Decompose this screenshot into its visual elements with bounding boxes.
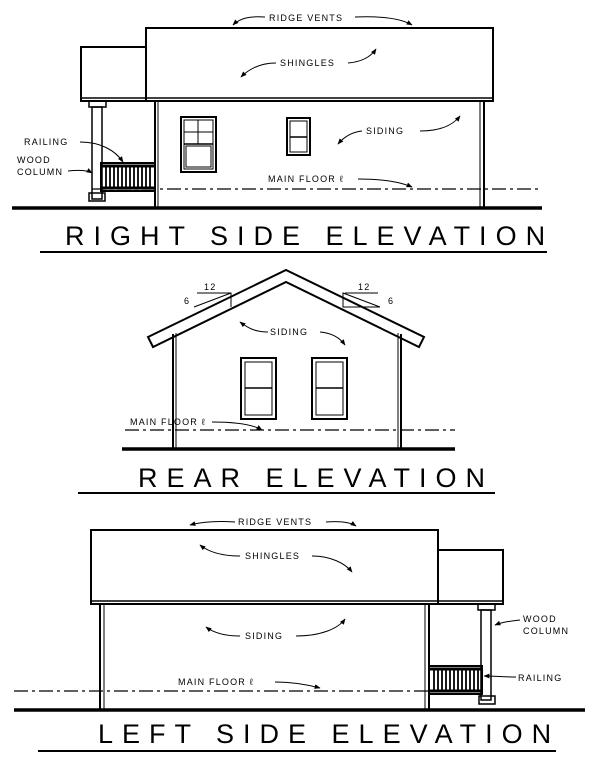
gable-roof — [146, 268, 426, 349]
column-label: COLUMN — [17, 167, 63, 177]
left-wall — [99, 603, 430, 711]
column-label: COLUMN — [523, 626, 569, 636]
wood-column — [477, 603, 496, 705]
wood-column — [88, 100, 107, 202]
svg-text:6: 6 — [388, 296, 394, 306]
right-side-elevation: RIDGE VENTS SHINGLES SIDING RAILING WOOD… — [12, 13, 554, 253]
wood-label: WOOD — [523, 614, 557, 624]
railing-label: RAILING — [518, 673, 562, 683]
main-floor-label: MAIN FLOOR ℓ — [178, 677, 254, 687]
svg-text:12: 12 — [204, 282, 216, 292]
railing — [100, 162, 156, 192]
right-elevation-title: RIGHT SIDE ELEVATION — [65, 221, 554, 251]
wood-label: WOOD — [17, 155, 51, 165]
siding-label: SIDING — [366, 126, 404, 136]
left-elevation-title: LEFT SIDE ELEVATION — [98, 719, 560, 749]
shingles-label: SHINGLES — [280, 58, 335, 68]
double-hung-window — [180, 116, 217, 173]
pitch-symbol-right: 12 6 — [342, 282, 394, 308]
rear-elevation-title: REAR ELEVATION — [138, 463, 494, 493]
rear-wall — [172, 334, 402, 450]
rear-window-right — [311, 357, 348, 420]
rear-elevation: 12 6 12 6 SIDING MAIN FLOOR ℓ — [78, 268, 495, 494]
shingles-label: SHINGLES — [245, 551, 300, 561]
railing — [428, 665, 483, 695]
rear-window-left — [240, 357, 277, 420]
main-floor-label: MAIN FLOOR ℓ — [130, 417, 206, 427]
siding-label: SIDING — [270, 327, 308, 337]
svg-text:12: 12 — [358, 282, 370, 292]
porch-roof — [437, 549, 504, 605]
ridge-vents-label: RIDGE VENTS — [238, 517, 312, 527]
pitch-symbol-left: 12 6 — [184, 282, 232, 308]
railing-label: RAILING — [24, 137, 68, 147]
left-side-elevation: RIDGE VENTS SHINGLES SIDING WOOD COLUMN … — [14, 517, 585, 752]
main-floor-label: MAIN FLOOR ℓ — [268, 174, 344, 184]
siding-label: SIDING — [245, 631, 283, 641]
porch-roof — [80, 46, 147, 102]
small-window — [286, 117, 311, 156]
ridge-vents-label: RIDGE VENTS — [269, 13, 343, 23]
main-roof — [90, 529, 439, 605]
svg-text:6: 6 — [184, 296, 190, 306]
